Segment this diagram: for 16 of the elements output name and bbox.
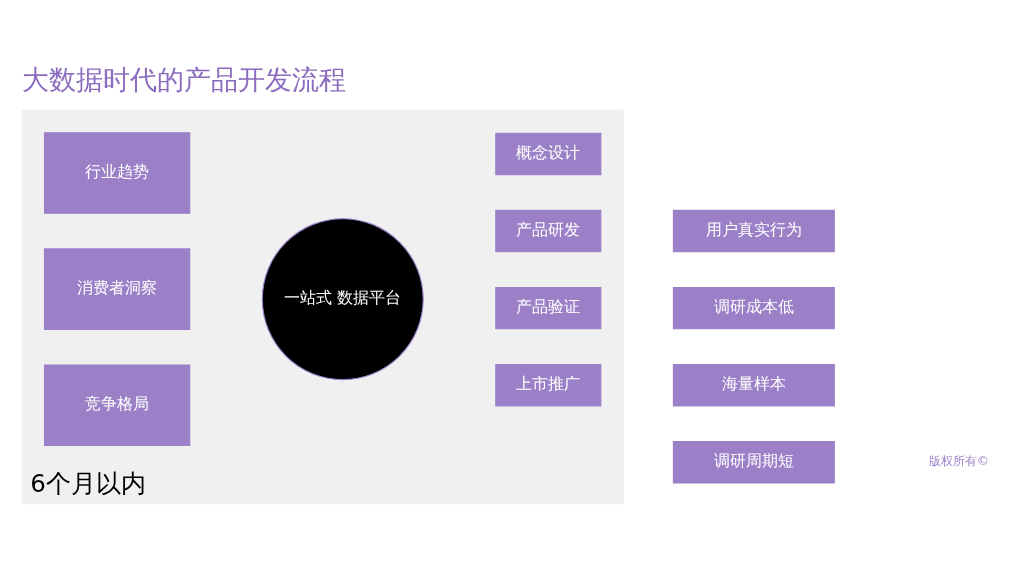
node-box: 产品验证 bbox=[495, 286, 602, 330]
node-box: 消费者洞察 bbox=[43, 248, 191, 330]
node-box: 竞争格局 bbox=[43, 364, 191, 447]
label: 版权所有© bbox=[928, 454, 989, 469]
node-box: 上市推广 bbox=[495, 363, 602, 407]
node-circle: 一站式 数据平台 bbox=[261, 218, 424, 381]
diagram-title: 大数据时代的产品开发流程 bbox=[21, 64, 346, 96]
node-box: 概念设计 bbox=[495, 132, 602, 176]
node-box: 用户真实行为 bbox=[672, 209, 835, 253]
node-box: 产品研发 bbox=[495, 209, 602, 253]
node-box: 调研周期短 bbox=[672, 441, 835, 484]
node-box: 海量样本 bbox=[672, 363, 835, 407]
cluster bbox=[21, 109, 624, 505]
node-box: 行业趋势 bbox=[43, 132, 191, 214]
node-box: 调研成本低 bbox=[672, 286, 835, 330]
node-label: 6个月以内 bbox=[30, 468, 146, 498]
